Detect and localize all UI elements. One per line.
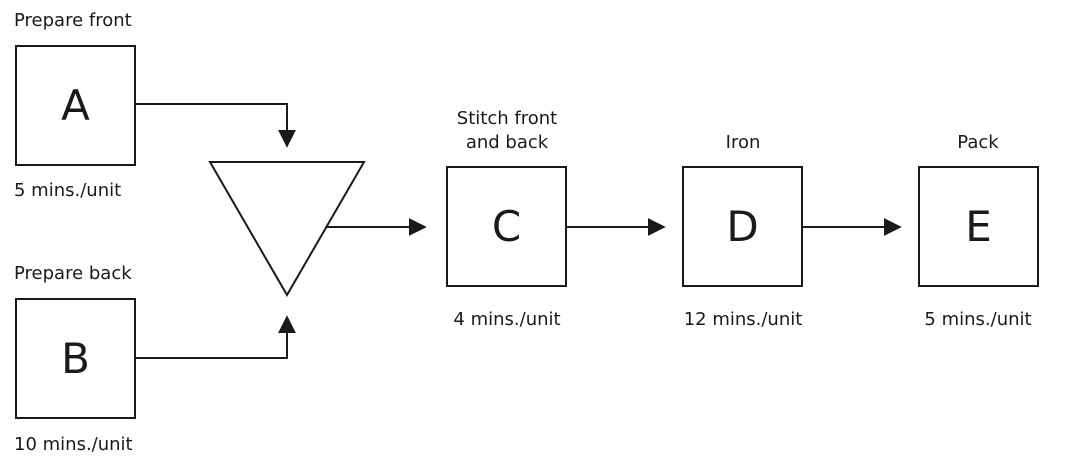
task-c-name-line2: and back: [465, 132, 549, 153]
task-c-box: C: [446, 166, 567, 287]
task-b-letter: B: [61, 334, 90, 383]
connector-a-to-merge: [136, 103, 296, 148]
task-d-name: Iron: [725, 132, 761, 153]
task-e-name: Pack: [957, 132, 999, 153]
task-b-box: B: [15, 298, 136, 419]
task-d-box: D: [682, 166, 803, 287]
merge-triangle-icon: [208, 161, 366, 297]
task-a-name: Prepare front: [14, 10, 132, 31]
task-c-name-line1: Stitch front: [456, 108, 558, 129]
task-e-letter: E: [965, 202, 992, 251]
connector-b-to-merge: [136, 315, 296, 359]
task-b-name: Prepare back: [14, 263, 132, 284]
task-d-letter: D: [726, 202, 759, 251]
task-c-time: 4 mins./unit: [453, 309, 561, 330]
task-a-time: 5 mins./unit: [14, 180, 122, 201]
task-e-box: E: [918, 166, 1039, 287]
task-c-letter: C: [491, 202, 522, 251]
task-a-box: A: [15, 45, 136, 166]
task-e-time: 5 mins./unit: [924, 309, 1032, 330]
task-d-time: 12 mins./unit: [683, 309, 803, 330]
task-b-time: 10 mins./unit: [14, 434, 133, 455]
task-a-letter: A: [61, 81, 90, 130]
